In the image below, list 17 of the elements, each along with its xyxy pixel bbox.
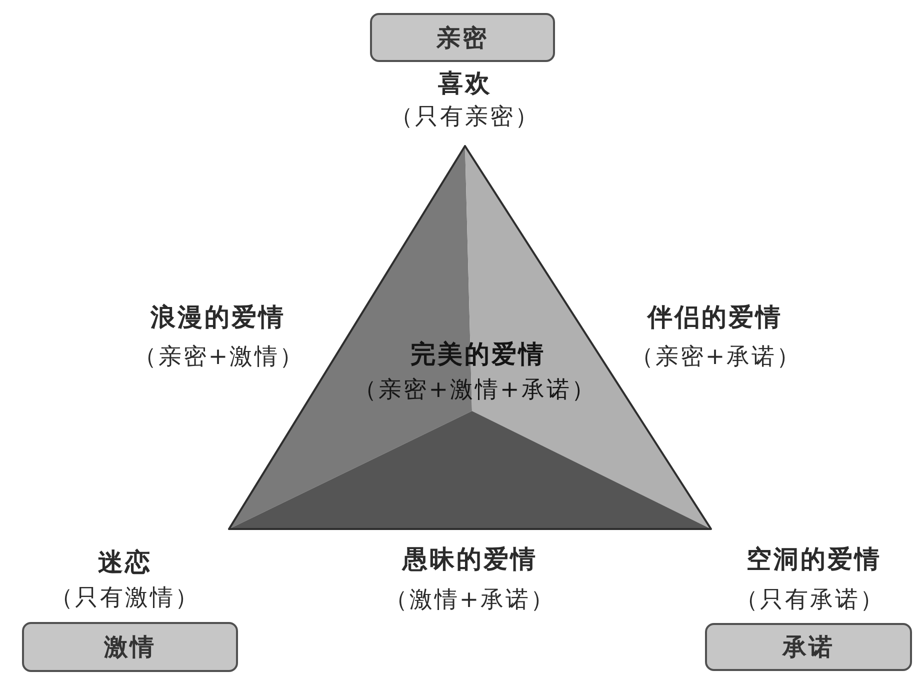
triangle-title: 完美的爱情 xyxy=(410,340,546,370)
type-label: 喜欢 xyxy=(438,70,492,98)
formula-label: （亲密+激情） xyxy=(133,344,305,370)
formula-label: （只有激情） xyxy=(50,584,200,612)
formula-label: （只有亲密） xyxy=(390,104,540,130)
type-label: 迷恋 xyxy=(98,548,152,578)
label-box: 亲密 xyxy=(370,13,555,62)
label-box: 承诺 xyxy=(705,623,912,671)
type-label: 伴侣的爱情 xyxy=(648,304,782,332)
triangle-formula: （亲密+激情+承诺） xyxy=(354,376,596,404)
formula-label: （激情+承诺） xyxy=(384,586,556,614)
type-label: 空洞的爱情 xyxy=(746,546,882,574)
formula-label: （亲密+承诺） xyxy=(630,344,802,370)
type-label: 浪漫的爱情 xyxy=(150,304,286,332)
type-label: 愚昧的爱情 xyxy=(402,546,538,574)
formula-label: （只有承诺） xyxy=(735,586,885,614)
label-box: 激情 xyxy=(22,622,238,672)
